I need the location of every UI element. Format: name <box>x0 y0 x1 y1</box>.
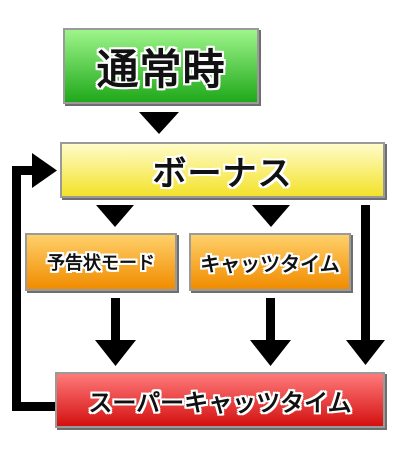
arrow-cat-time-to-super <box>250 298 291 366</box>
arrow-normal-to-bonus <box>139 112 179 134</box>
node-normal: 通常時 <box>63 28 259 104</box>
node-bonus-label: ボーナス <box>152 153 293 194</box>
node-super-cat-time-label: スーパーキャッツタイム <box>88 388 352 417</box>
arrow-super-to-bonus-loop <box>12 153 57 411</box>
arrow-yokoku-to-super <box>95 298 136 366</box>
node-cat-time: キャッツタイム <box>189 233 351 291</box>
node-yokoku-mode: 予告状モード <box>25 233 177 291</box>
node-super-cat-time: スーパーキャッツタイム <box>55 372 385 428</box>
node-bonus: ボーナス <box>60 142 385 198</box>
arrow-bonus-to-cat-time <box>252 205 290 227</box>
node-normal-label: 通常時 <box>96 44 226 94</box>
arrow-bonus-to-yokoku <box>96 205 134 227</box>
node-yokoku-mode-label: 予告状モード <box>47 253 155 274</box>
node-cat-time-label: キャッツタイム <box>200 251 340 276</box>
arrow-bonus-to-super <box>346 205 385 365</box>
